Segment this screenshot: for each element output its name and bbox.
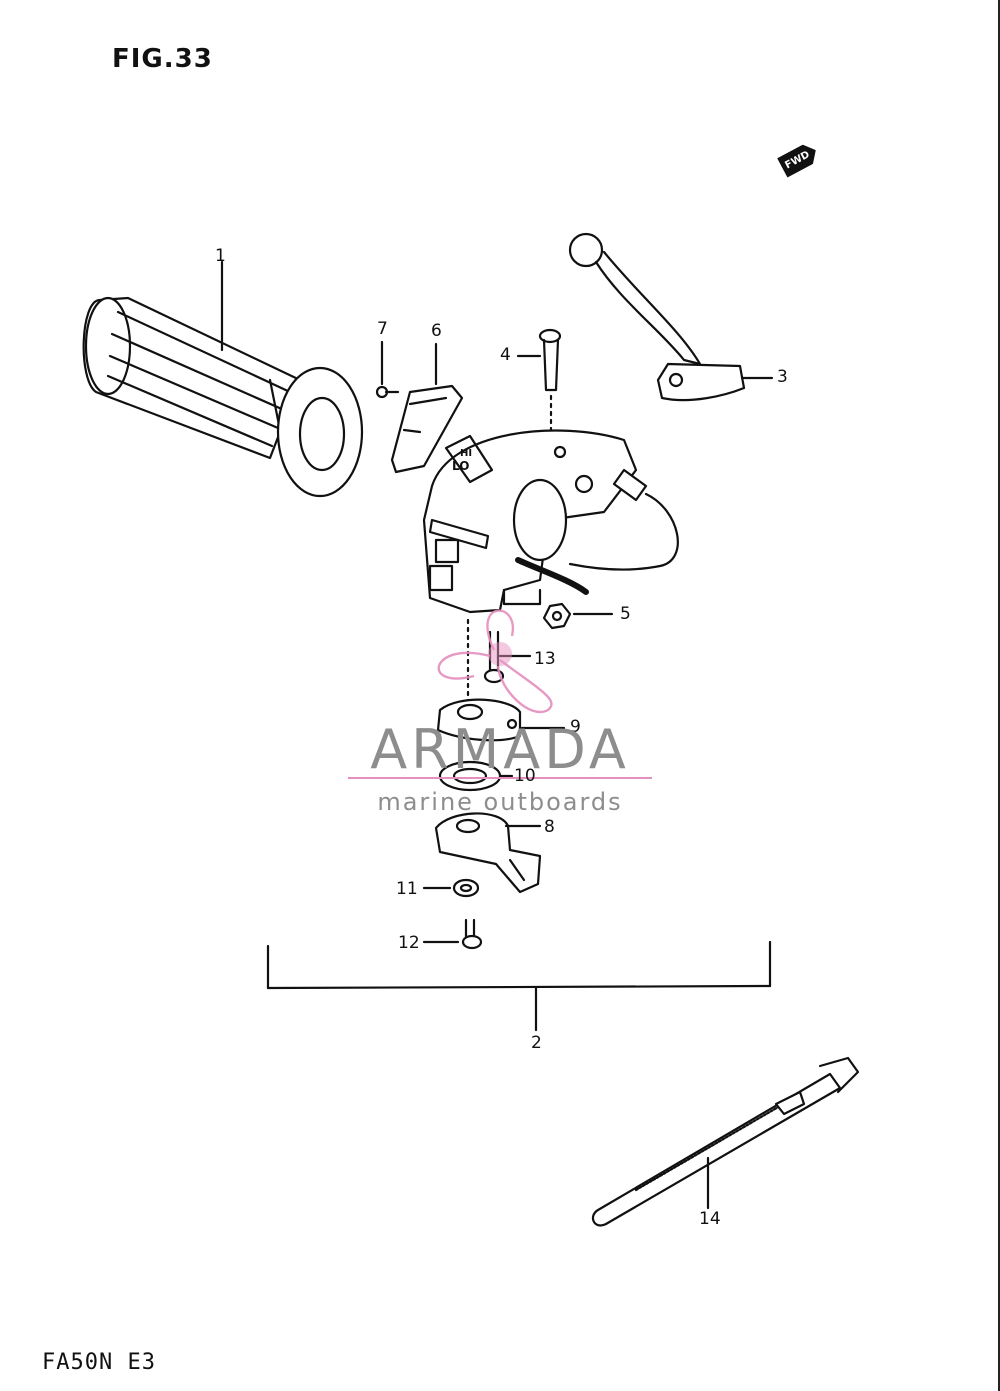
callout-10: 10 <box>514 766 536 786</box>
callout-4: 4 <box>500 345 511 365</box>
lever-part-3 <box>568 232 774 402</box>
screw-part-7 <box>375 340 400 399</box>
svg-text:HI: HI <box>460 448 472 459</box>
clamp-part-8 <box>434 812 542 894</box>
screw-part-12 <box>422 918 483 950</box>
callout-12: 12 <box>398 933 420 953</box>
callout-14: 14 <box>699 1209 721 1229</box>
assembly-bracket-2 <box>266 940 772 1032</box>
grip-part <box>82 260 364 498</box>
washer-part-10 <box>438 760 514 792</box>
cable-tie-part-14 <box>591 1056 860 1227</box>
figure-title: FIG.33 <box>112 44 213 74</box>
model-code: FA50N E3 <box>42 1350 156 1375</box>
switch-knob-part-6 <box>390 342 464 474</box>
screw-part-4 <box>516 328 562 432</box>
callout-1: 1 <box>215 246 226 266</box>
washer-part-11 <box>422 878 480 898</box>
nut-part-5 <box>542 602 614 630</box>
callout-3: 3 <box>777 367 788 387</box>
watermark-subtitle: marine outboards <box>377 788 623 816</box>
callout-7: 7 <box>377 319 388 339</box>
switch-housing: LO HI <box>422 429 679 614</box>
callout-8: 8 <box>544 817 555 837</box>
callout-13: 13 <box>534 649 556 669</box>
screw-part-13 <box>466 618 532 708</box>
watermark-propeller-icon <box>437 609 553 714</box>
callout-6: 6 <box>431 321 442 341</box>
callout-5: 5 <box>620 604 631 624</box>
watermark-title: ARMADA <box>370 718 630 781</box>
svg-text:LO: LO <box>452 459 469 473</box>
callout-11: 11 <box>396 879 418 899</box>
callout-2: 2 <box>531 1033 542 1053</box>
clamp-part-9 <box>436 698 566 742</box>
callout-9: 9 <box>570 717 581 737</box>
